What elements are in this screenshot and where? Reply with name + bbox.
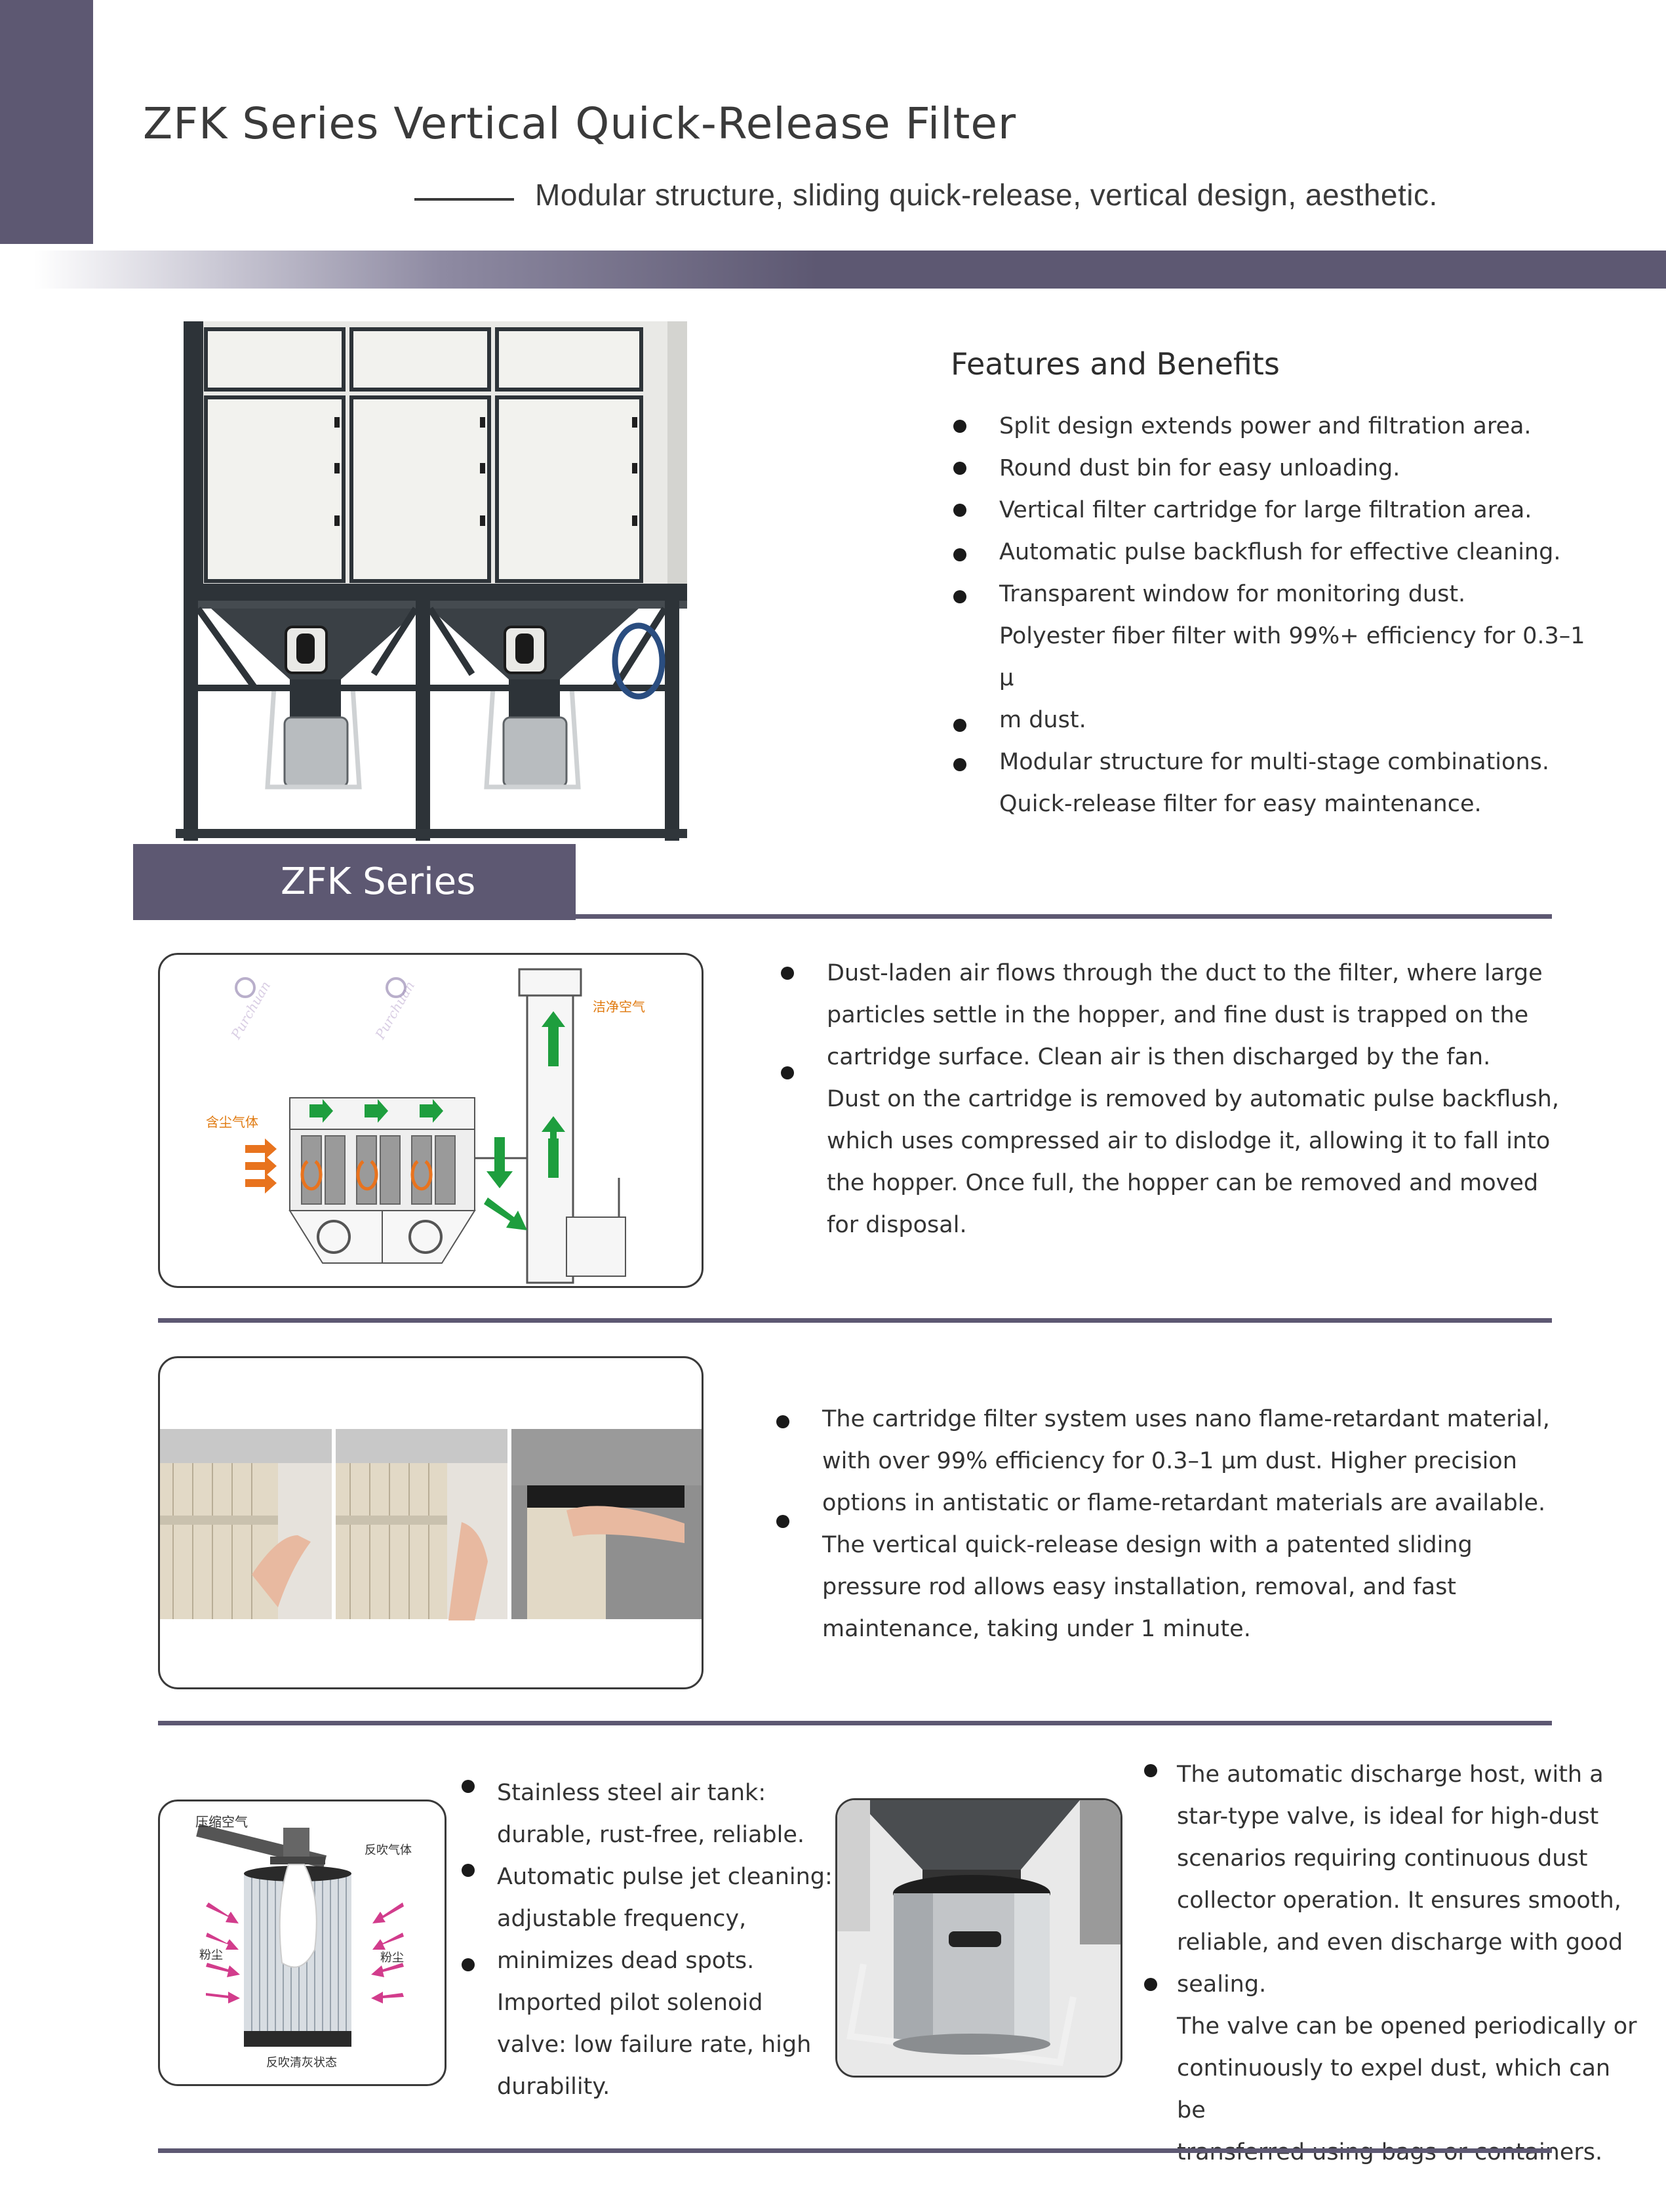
series-tab	[133, 844, 576, 920]
list-item: Dust on the cartridge is removed by auto…	[778, 1066, 1565, 1120]
header-sidebar-block	[0, 0, 93, 244]
list-item: for disposal.	[827, 1212, 967, 1238]
bullet-dot-icon	[781, 967, 794, 980]
list-item: collector operation. It ensures smooth,	[1177, 1887, 1621, 1914]
list-item: with over 99% efficiency for 0.3–1 μm du…	[822, 1448, 1517, 1474]
product-photo-filter-unit	[176, 321, 687, 841]
bullet-dot-icon	[776, 1515, 789, 1528]
bullet-dot-icon	[953, 590, 966, 603]
list-item: Imported pilot solenoid	[497, 1990, 763, 2016]
list-item: minimizes dead spots.	[459, 1940, 839, 1982]
list-item: Quick-release filter for easy maintenanc…	[999, 791, 1482, 817]
list-item: Automatic pulse jet cleaning:	[459, 1856, 839, 1898]
list-item: scenarios requiring continuous dust	[1177, 1845, 1588, 1872]
list-item: valve: low failure rate, high	[497, 2032, 812, 2058]
list-item: Vertical filter cartridge for large filt…	[951, 489, 1606, 531]
bullet-dot-icon	[1144, 1978, 1157, 1991]
discharge-text-list: The automatic discharge host, with a sta…	[1144, 1754, 1642, 2173]
section-rule	[158, 2148, 1552, 2153]
bullet-dot-icon	[953, 548, 966, 561]
list-item: The cartridge filter system uses nano fl…	[774, 1398, 1574, 1440]
list-item: Stainless steel air tank:	[459, 1772, 839, 1814]
page-subtitle: Modular structure, sliding quick-release…	[535, 178, 1438, 212]
flow-text-list: Dust-laden air flows through the duct to…	[778, 952, 1565, 1246]
bullet-dot-icon	[781, 1066, 794, 1079]
airflow-diagram-frame: Purchuan Purchuan Purchuan	[158, 953, 704, 1288]
list-item: durability.	[497, 2074, 610, 2100]
bullet-dot-icon	[776, 1415, 789, 1428]
list-item: options in antistatic or flame-retardant…	[822, 1490, 1546, 1516]
compressed-air-label: 压缩空气	[195, 1814, 248, 1830]
bullet-dot-icon	[953, 504, 966, 517]
tank-text-list: Stainless steel air tank: durable, rust-…	[459, 1772, 839, 2108]
bullet-dot-icon	[953, 462, 966, 475]
list-item: The automatic discharge host, with a	[1144, 1754, 1642, 1796]
discharge-photo	[837, 1800, 1121, 2076]
watermark-text: Purchuan	[372, 978, 418, 1042]
dust-right-label: 粉尘	[380, 1951, 404, 1965]
features-heading: Features and Benefits	[951, 346, 1280, 382]
dust-left-label: 粉尘	[199, 1948, 223, 1962]
list-item: the hopper. Once full, the hopper can be…	[827, 1170, 1539, 1196]
diagram-caption: 反吹清灰状态	[266, 2056, 337, 2070]
cartridge-photos	[160, 1429, 702, 1620]
section-rule	[576, 914, 1552, 919]
list-item: star-type valve, is ideal for high-dust	[1177, 1803, 1599, 1830]
watermark-text: Purchuan	[228, 978, 273, 1042]
reverse-gas-label: 反吹气体	[365, 1843, 412, 1857]
airflow-diagram: Purchuan Purchuan Purchuan	[206, 968, 645, 1284]
list-item: The vertical quick-release design with a…	[774, 1515, 1574, 1566]
bullet-dot-icon	[953, 420, 966, 433]
header-gradient-band	[34, 251, 1666, 289]
list-item: reliable, and even discharge with good	[1177, 1929, 1623, 1956]
list-item: sealing.	[1144, 1963, 1642, 2005]
section-rule	[158, 1721, 1552, 1725]
list-item: particles settle in the hopper, and fine…	[827, 1002, 1529, 1028]
list-item: The valve can be opened periodically or	[1177, 2013, 1637, 2040]
list-item: which uses compressed air to dislodge it…	[827, 1128, 1551, 1154]
list-item: maintenance, taking under 1 minute.	[822, 1616, 1251, 1642]
discharge-photo-frame	[835, 1798, 1122, 2078]
bullet-dot-icon	[462, 1864, 475, 1877]
clean-air-label: 洁净空气	[593, 999, 645, 1015]
list-item: durable, rust-free, reliable.	[497, 1822, 805, 1848]
list-item: m dust.	[951, 699, 1606, 741]
cartridge-text-list: The cartridge filter system uses nano fl…	[774, 1398, 1574, 1650]
list-item: Split design extends power and filtratio…	[951, 405, 1606, 447]
bullet-dot-icon	[1144, 1764, 1157, 1777]
section-rule	[158, 1318, 1552, 1323]
subtitle-dash	[414, 198, 514, 201]
series-tab-label: ZFK Series	[281, 860, 476, 903]
bullet-dot-icon	[953, 719, 966, 732]
list-item: Automatic pulse backflush for effective …	[951, 531, 1606, 573]
list-item: Dust-laden air flows through the duct to…	[778, 952, 1565, 994]
pulse-jet-diagram-frame: 压缩空气 反吹气体 粉尘 粉尘 反吹清灰状态	[158, 1800, 446, 2086]
pulse-jet-diagram: 压缩空气 反吹气体 粉尘 粉尘 反吹清灰状态	[195, 1814, 412, 2070]
list-item: Polyester fiber filter with 99%+ efficie…	[999, 623, 1585, 691]
page-title: ZFK Series Vertical Quick-Release Filter	[143, 98, 1017, 149]
bullet-dot-icon	[462, 1780, 475, 1793]
list-item: Modular structure for multi-stage combin…	[951, 741, 1606, 783]
list-item: Round dust bin for easy unloading.	[951, 447, 1606, 489]
cartridge-photos-frame	[158, 1356, 704, 1689]
bullet-dot-icon	[953, 758, 966, 771]
list-item: cartridge surface. Clean air is then dis…	[827, 1044, 1491, 1070]
features-list: Split design extends power and filtratio…	[951, 405, 1606, 825]
dusty-gas-label: 含尘气体	[206, 1114, 258, 1130]
list-item: pressure rod allows easy installation, r…	[822, 1574, 1457, 1600]
list-item: adjustable frequency,	[497, 1906, 747, 1932]
list-item: continuously to expel dust, which can be	[1177, 2055, 1611, 2123]
bullet-dot-icon	[462, 1958, 475, 1971]
list-item: Transparent window for monitoring dust.	[951, 573, 1606, 615]
